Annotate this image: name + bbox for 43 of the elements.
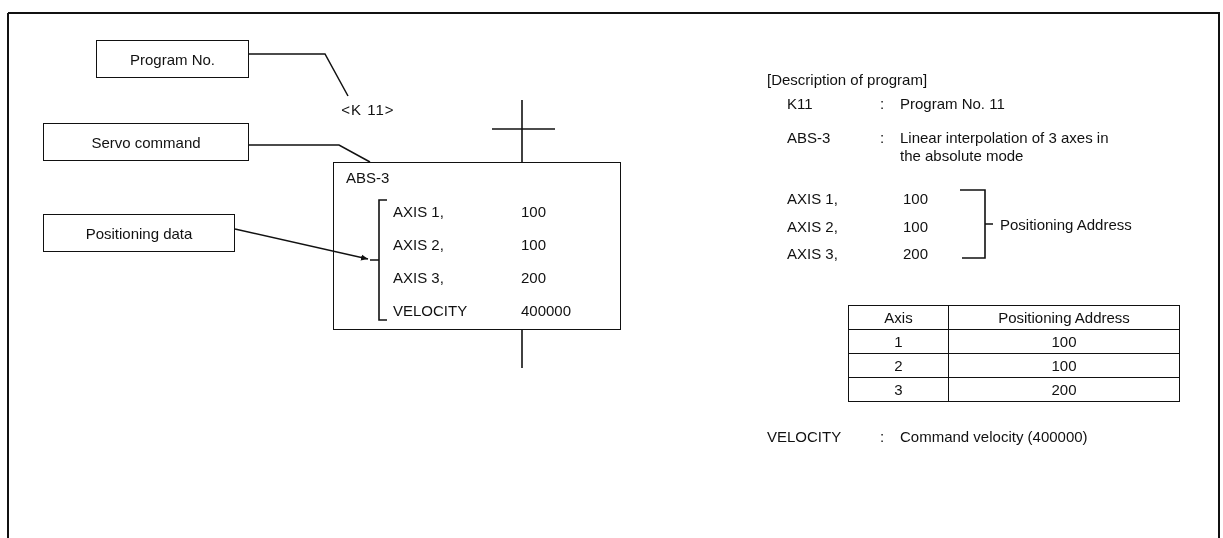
axis-name: AXIS 3, xyxy=(393,269,444,287)
callout-box: Program No. xyxy=(96,40,249,78)
label: AXIS 1, xyxy=(787,190,838,208)
table-header: Positioning Address xyxy=(948,305,1180,330)
axis-value: 400000 xyxy=(521,302,572,320)
description-text: Program No. 11 xyxy=(900,95,1005,113)
table-cell: 100 xyxy=(948,329,1180,354)
callout-box: Positioning data xyxy=(43,214,235,252)
label: VELOCITY xyxy=(767,428,842,446)
table-cell: 1 xyxy=(848,329,949,354)
program-number-text: <K 11> xyxy=(326,96,410,122)
table-cell: 100 xyxy=(948,353,1180,378)
label: ABS-3 xyxy=(787,129,831,147)
axis-name: VELOCITY xyxy=(393,302,468,320)
table-cell: 200 xyxy=(948,377,1180,402)
separator-colon: : xyxy=(880,428,885,446)
label: 100 xyxy=(903,190,929,208)
leader-line xyxy=(248,53,349,97)
axis-name: AXIS 1, xyxy=(393,203,444,221)
command-text: ABS-3 xyxy=(346,169,390,187)
description-text: Linear interpolation of 3 axes in the absolute mode xyxy=(900,129,1110,165)
label: AXIS 3, xyxy=(787,245,838,263)
axis-value: 100 xyxy=(521,236,547,254)
label: 100 xyxy=(903,218,929,236)
step-box xyxy=(333,162,621,330)
separator-colon: : xyxy=(880,95,885,113)
label: 200 xyxy=(903,245,929,263)
arrow xyxy=(234,228,369,261)
leader-line xyxy=(248,144,371,163)
bracket-label: Positioning Address xyxy=(1000,216,1132,234)
label: K11 xyxy=(787,95,813,113)
axis-value: 100 xyxy=(521,203,547,221)
bracket xyxy=(369,199,387,321)
table-cell: 2 xyxy=(848,353,949,378)
axis-value: 200 xyxy=(521,269,547,287)
table-cell: 3 xyxy=(848,377,949,402)
table-header: Axis xyxy=(848,305,949,330)
callout-box: Servo command xyxy=(43,123,249,161)
section-heading: [Description of program] xyxy=(767,71,928,89)
label: AXIS 2, xyxy=(787,218,838,236)
separator-colon: : xyxy=(880,129,885,147)
axis-name: AXIS 2, xyxy=(393,236,444,254)
description-text: Command velocity (400000) xyxy=(900,428,1088,446)
